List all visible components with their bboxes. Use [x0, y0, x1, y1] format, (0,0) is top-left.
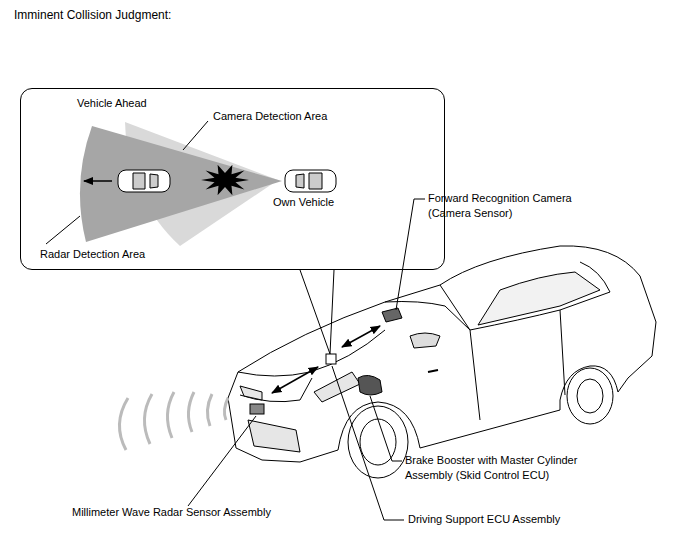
- travel-arrow: [84, 180, 112, 182]
- signal-arrow: [272, 367, 318, 393]
- part-label: Forward Recognition Camera (Camera Senso…: [428, 191, 588, 221]
- leader-line: [370, 396, 402, 461]
- area-label: Vehicle Ahead: [77, 96, 147, 111]
- radar-sensor: [250, 404, 264, 414]
- signal-arrow: [342, 326, 380, 347]
- vehicle-illustration: [228, 246, 656, 478]
- own-vehicle-icon: [285, 170, 336, 192]
- part-label: Brake Booster with Master Cylinder Assem…: [405, 453, 610, 483]
- area-label: Radar Detection Area: [40, 247, 145, 262]
- callout-pointer: [300, 270, 334, 354]
- collision-star: [201, 165, 249, 195]
- radar-area: [80, 126, 282, 242]
- area-label: Own Vehicle: [273, 195, 334, 210]
- ecu-box: [326, 354, 336, 364]
- leader-line: [188, 416, 256, 506]
- leader-line: [46, 216, 80, 244]
- vehicle-ahead-icon: [118, 170, 170, 192]
- part-label: Driving Support ECU Assembly: [408, 512, 628, 527]
- leader-line: [183, 121, 208, 150]
- camera-sensor: [382, 308, 402, 322]
- callout-box: Vehicle AheadCamera Detection AreaOwn Ve…: [20, 88, 445, 270]
- area-label: Camera Detection Area: [213, 109, 327, 124]
- brake-booster: [358, 375, 382, 395]
- diagram-title: Imminent Collision Judgment:: [14, 8, 171, 23]
- leader-line: [332, 366, 404, 520]
- leader-line: [396, 199, 425, 310]
- part-label: Millimeter Wave Radar Sensor Assembly: [72, 505, 332, 520]
- radar-waves: [119, 392, 228, 450]
